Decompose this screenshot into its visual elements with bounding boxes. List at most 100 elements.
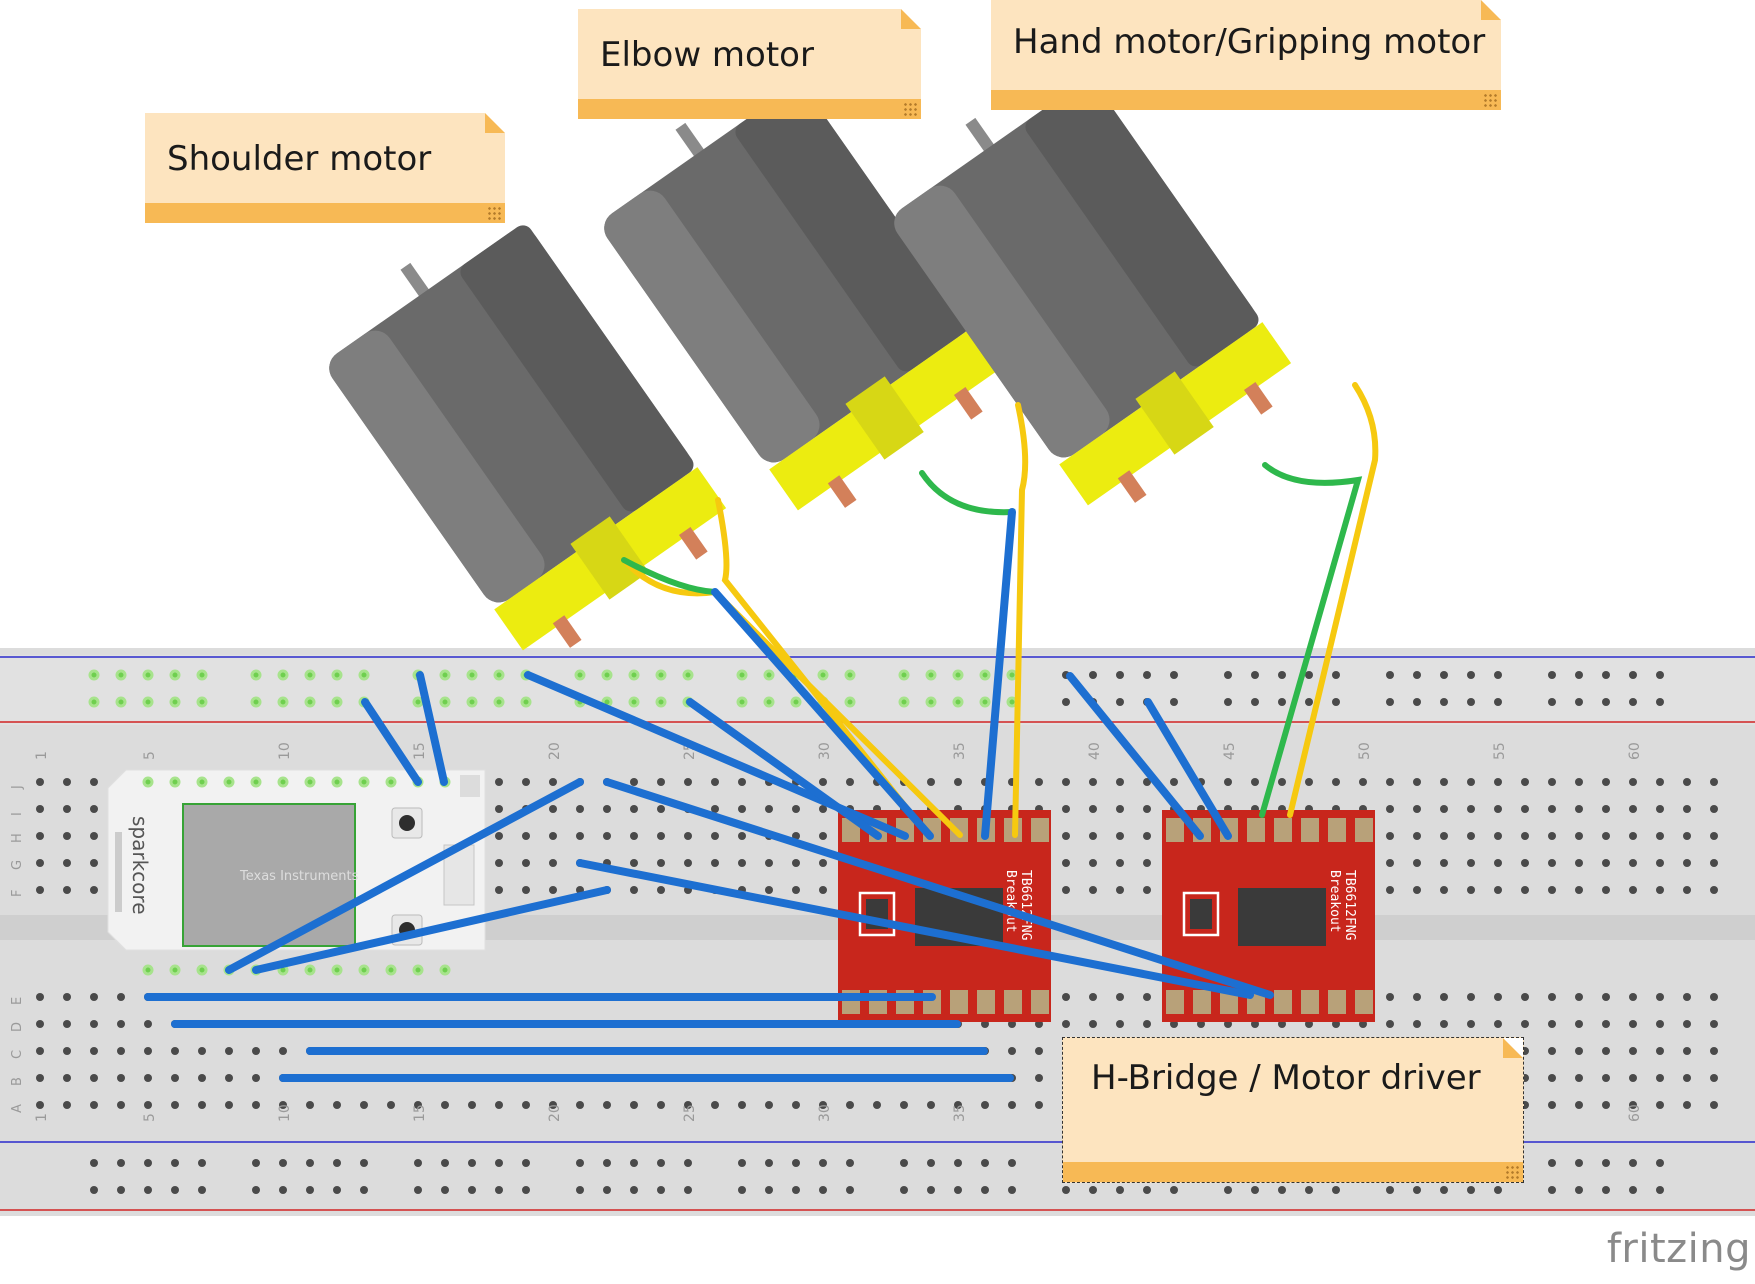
breadboard-hole[interactable]: [1413, 993, 1421, 1001]
breadboard-hole[interactable]: [1710, 993, 1718, 1001]
breadboard-hole[interactable]: [1602, 859, 1610, 867]
breadboard-hole[interactable]: [981, 1186, 989, 1194]
breadboard-hole[interactable]: [466, 669, 478, 681]
breadboard-hole[interactable]: [117, 1159, 125, 1167]
breadboard-hole[interactable]: [385, 964, 397, 976]
breadboard-hole[interactable]: [549, 778, 557, 786]
breadboard-hole[interactable]: [549, 805, 557, 813]
breadboard-hole[interactable]: [1386, 1186, 1394, 1194]
breadboard-hole[interactable]: [603, 805, 611, 813]
breadboard-hole[interactable]: [90, 993, 98, 1001]
breadboard-hole[interactable]: [1602, 886, 1610, 894]
breadboard-hole[interactable]: [88, 696, 100, 708]
breadboard-hole[interactable]: [684, 778, 692, 786]
breadboard-hole[interactable]: [819, 859, 827, 867]
breadboard-hole[interactable]: [1413, 1020, 1421, 1028]
breadboard-hole[interactable]: [414, 1101, 422, 1109]
breadboard-hole[interactable]: [1089, 778, 1097, 786]
breadboard-hole[interactable]: [90, 805, 98, 813]
breadboard-hole[interactable]: [711, 859, 719, 867]
breadboard-hole[interactable]: [657, 805, 665, 813]
breadboard-hole[interactable]: [549, 1101, 557, 1109]
breadboard-hole[interactable]: [1278, 671, 1286, 679]
breadboard-hole[interactable]: [1656, 1047, 1664, 1055]
breadboard-hole[interactable]: [306, 1186, 314, 1194]
breadboard-hole[interactable]: [1629, 1159, 1637, 1167]
breadboard-hole[interactable]: [1008, 1159, 1016, 1167]
breadboard-hole[interactable]: [117, 1047, 125, 1055]
elbow-motor[interactable]: [579, 55, 1016, 531]
breadboard-hole[interactable]: [252, 1186, 260, 1194]
breadboard-hole[interactable]: [601, 669, 613, 681]
breadboard-hole[interactable]: [1656, 1101, 1664, 1109]
breadboard-hole[interactable]: [468, 1101, 476, 1109]
breadboard-hole[interactable]: [1305, 698, 1313, 706]
breadboard-hole[interactable]: [1467, 886, 1475, 894]
breadboard-hole[interactable]: [1143, 886, 1151, 894]
breadboard-hole[interactable]: [115, 669, 127, 681]
breadboard-hole[interactable]: [36, 993, 44, 1001]
breadboard-hole[interactable]: [1062, 1020, 1070, 1028]
breadboard-hole[interactable]: [763, 669, 775, 681]
breadboard-hole[interactable]: [331, 696, 343, 708]
breadboard-hole[interactable]: [1386, 1020, 1394, 1028]
breadboard-hole[interactable]: [90, 1159, 98, 1167]
breadboard-hole[interactable]: [1575, 1186, 1583, 1194]
breadboard-hole[interactable]: [441, 1159, 449, 1167]
breadboard-hole[interactable]: [738, 1186, 746, 1194]
breadboard-hole[interactable]: [142, 669, 154, 681]
breadboard-hole[interactable]: [1467, 1020, 1475, 1028]
breadboard-hole[interactable]: [1548, 1047, 1556, 1055]
breadboard-hole[interactable]: [1683, 1047, 1691, 1055]
breadboard-hole[interactable]: [1629, 1020, 1637, 1028]
breadboard-hole[interactable]: [1440, 886, 1448, 894]
breadboard-hole[interactable]: [1683, 886, 1691, 894]
breadboard-hole[interactable]: [1710, 886, 1718, 894]
breadboard-hole[interactable]: [819, 1186, 827, 1194]
breadboard-hole[interactable]: [1710, 805, 1718, 813]
breadboard-hole[interactable]: [765, 805, 773, 813]
breadboard-hole[interactable]: [952, 669, 964, 681]
breadboard-hole[interactable]: [1278, 778, 1286, 786]
breadboard-hole[interactable]: [171, 1074, 179, 1082]
breadboard-hole[interactable]: [1467, 832, 1475, 840]
breadboard-hole[interactable]: [1116, 805, 1124, 813]
breadboard-hole[interactable]: [738, 1101, 746, 1109]
breadboard-hole[interactable]: [1710, 1047, 1718, 1055]
breadboard-hole[interactable]: [225, 1101, 233, 1109]
breadboard-hole[interactable]: [1575, 832, 1583, 840]
breadboard-hole[interactable]: [765, 1101, 773, 1109]
breadboard-hole[interactable]: [736, 696, 748, 708]
breadboard-hole[interactable]: [1710, 1101, 1718, 1109]
breadboard-hole[interactable]: [1683, 1074, 1691, 1082]
breadboard-hole[interactable]: [898, 669, 910, 681]
breadboard-hole[interactable]: [1170, 778, 1178, 786]
breadboard-hole[interactable]: [1089, 859, 1097, 867]
breadboard-hole[interactable]: [144, 1020, 152, 1028]
breadboard-hole[interactable]: [1683, 1020, 1691, 1028]
breadboard-hole[interactable]: [817, 669, 829, 681]
breadboard-hole[interactable]: [331, 776, 343, 788]
breadboard-hole[interactable]: [495, 1159, 503, 1167]
breadboard-hole[interactable]: [819, 832, 827, 840]
breadboard-hole[interactable]: [1116, 859, 1124, 867]
breadboard-hole[interactable]: [954, 778, 962, 786]
breadboard-hole[interactable]: [711, 778, 719, 786]
breadboard-hole[interactable]: [1683, 778, 1691, 786]
breadboard-hole[interactable]: [439, 964, 451, 976]
breadboard-hole[interactable]: [1386, 698, 1394, 706]
breadboard-hole[interactable]: [115, 696, 127, 708]
breadboard-hole[interactable]: [927, 1159, 935, 1167]
breadboard-hole[interactable]: [1656, 993, 1664, 1001]
breadboard-hole[interactable]: [819, 886, 827, 894]
breadboard-hole[interactable]: [657, 778, 665, 786]
breadboard-hole[interactable]: [36, 1074, 44, 1082]
breadboard-hole[interactable]: [522, 859, 530, 867]
breadboard-hole[interactable]: [1143, 778, 1151, 786]
breadboard-hole[interactable]: [1548, 859, 1556, 867]
breadboard-hole[interactable]: [574, 669, 586, 681]
breadboard-hole[interactable]: [1521, 1020, 1529, 1028]
breadboard-hole[interactable]: [1656, 1159, 1664, 1167]
breadboard-hole[interactable]: [1548, 886, 1556, 894]
breadboard-hole[interactable]: [1224, 778, 1232, 786]
